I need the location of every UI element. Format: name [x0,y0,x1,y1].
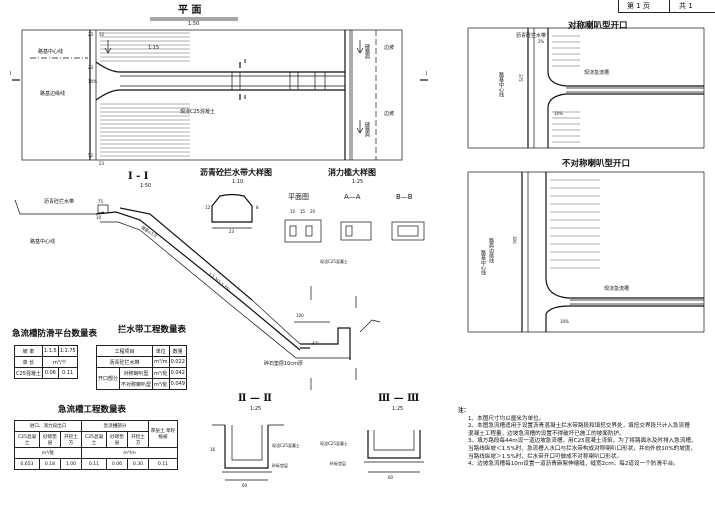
asym-title: 不对称喇叭型开口 [562,159,631,169]
curb-detail-d2: 8 [256,205,259,210]
notes-head: 注： [458,408,470,414]
plan-right-label-2: 边坡 [384,111,395,117]
sym-title: 对称喇叭型开口 [568,21,628,31]
curb-detail-view [211,193,253,229]
asym-pct: 10% [560,319,569,324]
sec1-dim-47: 47° [312,341,320,346]
plan-section-mark-top: Ⅱ [244,59,247,65]
sec1-scale: 1:50 [140,183,152,189]
note-line: 1、本图尺寸均以厘米为单位。 [468,415,545,422]
plan-concrete-label: 现浇C25混凝土 [180,109,215,115]
page-total: 共 1 [679,2,693,10]
plan-side-mark-left: Ⅰ [10,71,12,77]
plan-dim-10: 10% [88,79,97,84]
sec3-d60: 60 [388,475,394,480]
asym-road-label: 路基中心线 [480,250,486,275]
energy-title: 消力槛大样图 [328,167,376,177]
sym-pave-label: 现浇急流槽 [584,70,610,76]
sec1-dim-100: 100 [296,313,304,318]
asym-pave-label: 现浇急流槽 [604,286,630,292]
note-line: 2、本图急流槽适用于设置沥青混凝土拦水带路段和填挖交界处，填挖交界段只计入急流槽 [468,423,690,430]
page-number: 第 1 页 [627,2,650,10]
sec2-concrete: 现浇C25混凝土 [272,443,300,448]
symmetric-opening-view [467,27,705,149]
sec3-concrete: 现浇C25混凝土 [320,441,348,446]
curb-detail-d1: 12 [205,205,211,210]
energy-bb-label: B—B [396,193,413,201]
note-line: 3、填方路段每44m设一道边坡急流槽，用C25混凝土浇筑，为了将路面水及时排入急… [468,438,697,445]
sec3-scale: 1:25 [392,406,404,412]
energy-aa-label: A—A [344,193,361,201]
sec2-scale: 1:25 [250,406,262,412]
plan-center-label: 路基中心线 [38,49,64,55]
asymmetric-opening-view [467,171,705,333]
plan-dim-bottom: 52 [88,153,94,158]
page-header-box: 第 1 页 共 1 [618,0,715,13]
notes-block: 注： 1、本图尺寸均以厘米为单位。 2、本图急流槽适用于设置沥青混凝土拦水带路段… [458,408,714,469]
sec2-title: Ⅱ — Ⅱ [238,393,272,404]
plan-paving-2: 硬路肩 [364,122,370,137]
sec1-center-label: 路基中心线 [30,239,56,245]
energy-scale: 1:25 [352,179,364,185]
sym-road-label: 路基中心线 [498,72,504,97]
plan-section-mark-bottom: Ⅱ [244,95,247,101]
asym-edge-label: 路肩边缘线 [488,238,494,263]
note-line: 当路线纵坡＞1.5%时，拦水带开口可做成不对称喇叭口形状。 [468,453,623,460]
energy-dissipator-view [284,219,425,243]
section-1-view [14,199,381,390]
plan-dim-top: 23 [88,32,94,37]
sec1-curb-label: 沥青砼拦水带 [44,199,75,205]
note-line: 当路线纵坡＜1.5%时，急流槽入水口与拦水带构成对称喇叭口形状，并向外放10%的… [468,445,697,452]
sym-pct: 10% [554,111,563,116]
sec2-d16: 16 [210,447,216,452]
plan-title: 平 面 [178,5,202,16]
sec2-d60: 60 [242,483,248,488]
section-2-view [212,424,284,481]
curb-detail-title: 沥青砼拦水带大样图 [200,167,272,177]
energy-concrete: 现浇C25混凝土 [320,259,348,264]
sec1-dim-75: 75 [98,199,104,204]
curb-detail-scale: 1:10 [232,179,244,185]
note-line: 混凝土工程量，边坡急流槽的设置不得破坏已施工的坡面防护。 [468,430,625,437]
section-3-view [364,430,424,473]
sec1-title: I - I [128,171,149,182]
energy-d1: 10 [290,209,296,214]
energy-plan-label: 平面图 [288,193,309,201]
sec1-dim-10: 10 [96,215,102,220]
plan-view [12,17,428,161]
tbl-chute-title: 急流槽工程数量表 [58,405,127,415]
sec2-drain: 砂砾垫层 [272,463,288,468]
sec3-title: Ⅲ — Ⅲ [378,393,420,404]
sym-dim: 375 [518,74,523,82]
plan-right-label-1: 边坡 [384,45,395,51]
tbl-curb-title: 拦水带工程数量表 [118,325,187,335]
sec3-drain: 砂砾垫层 [330,461,346,466]
asym-dim: 300 [512,236,517,244]
sym-curb-label: 沥青砼拦水带 [516,33,547,39]
plan-edge-label: 路基边缘线 [40,91,66,97]
energy-d3: 20 [310,209,316,214]
plan-slope: 1:15 [148,45,160,51]
tbl-platform-title: 急流槽防滑平台数量表 [12,329,98,339]
sec1-drain-label: 碎石垫层10cm厚 [264,361,303,367]
energy-d2: 15 [300,209,306,214]
note-line: 4、边坡急流槽每10m设置一道沥青麻絮伸缩缝，缝宽2cm，每2道设一个防滑平台。 [468,461,679,468]
plan-dim-bottom2: 23 [99,161,105,166]
plan-scale: 1:50 [188,21,200,27]
curb-detail-d3: 23 [229,229,235,234]
plan-side-mark-right: Ⅰ [426,71,428,77]
plan-dim-top2: 52 [99,32,105,37]
plan-paving-1: 硬路肩 [364,44,370,59]
plan-dim-left: 23 [88,65,94,70]
sym-dim2: 2% [538,39,545,44]
